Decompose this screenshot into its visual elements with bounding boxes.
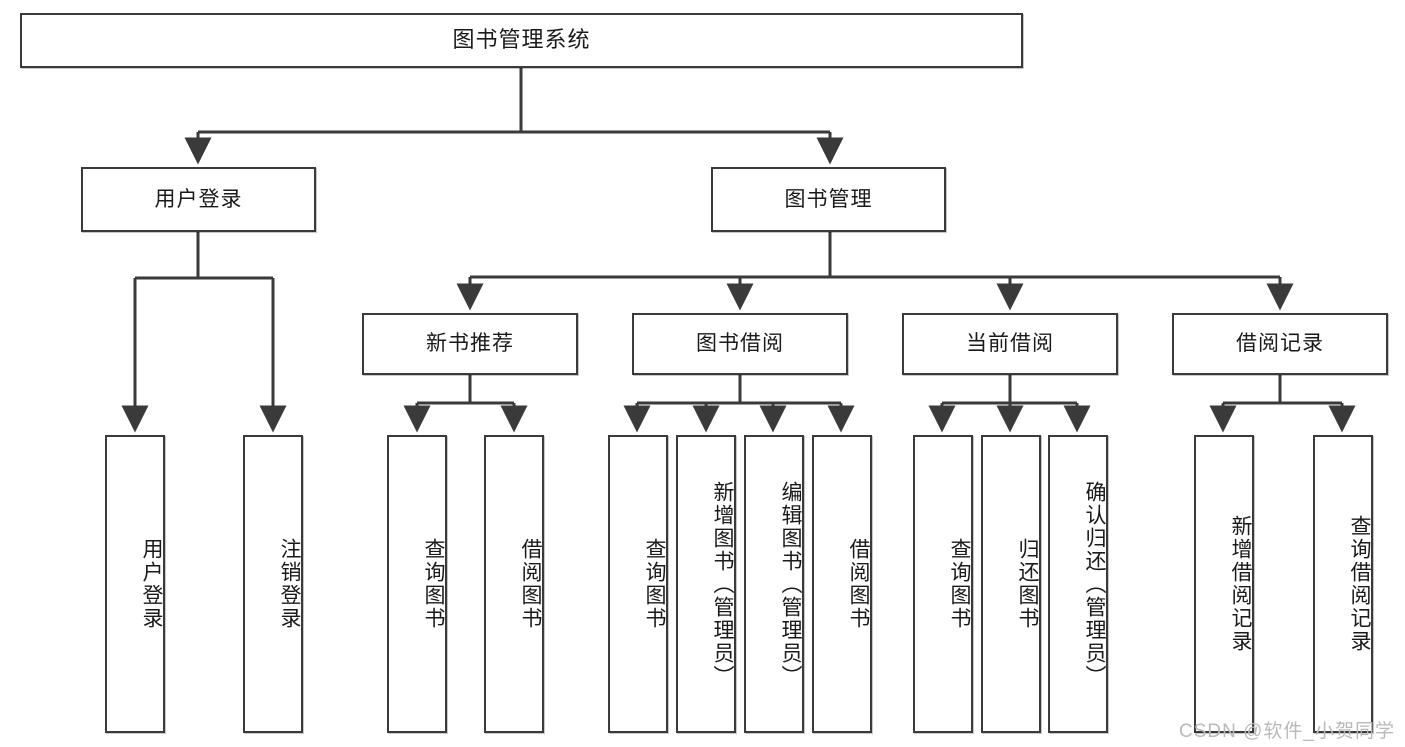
node-label: 借阅图书	[519, 538, 542, 630]
node-label: 借阅图书	[847, 538, 870, 630]
leaf-query-book-1[interactable]: 查询图书	[387, 435, 447, 733]
node-label: 编辑图书（管理员）	[779, 480, 802, 688]
node-label: 图书管理	[784, 187, 873, 211]
node-label: 图书管理系统	[452, 27, 591, 53]
leaf-query-book-2[interactable]: 查询图书	[608, 435, 668, 733]
node-label: 用户登录	[154, 187, 243, 211]
node-current-borrow[interactable]: 当前借阅	[902, 313, 1118, 375]
node-label: 新增借阅记录	[1229, 515, 1252, 653]
node-label: 当前借阅	[966, 332, 1054, 356]
node-borrow-record[interactable]: 借阅记录	[1172, 313, 1388, 375]
node-label: 图书借阅	[696, 332, 784, 356]
node-book-borrow[interactable]: 图书借阅	[632, 313, 848, 375]
leaf-logout[interactable]: 注销登录	[243, 435, 303, 733]
leaf-edit-book[interactable]: 编辑图书（管理员）	[744, 435, 804, 733]
leaf-confirm-return[interactable]: 确认归还（管理员）	[1048, 435, 1108, 733]
node-label: 新增图书（管理员）	[711, 480, 734, 688]
leaf-query-book-3[interactable]: 查询图书	[913, 435, 973, 733]
leaf-user-login[interactable]: 用户登录	[105, 435, 165, 733]
node-label: 查询图书	[948, 538, 971, 630]
node-label: 查询图书	[422, 538, 445, 630]
node-label: 借阅记录	[1236, 332, 1324, 356]
leaf-borrow-book-1[interactable]: 借阅图书	[484, 435, 544, 733]
node-label: 归还图书	[1016, 538, 1039, 630]
node-label: 注销登录	[278, 538, 301, 630]
node-book-management[interactable]: 图书管理	[711, 167, 946, 232]
leaf-add-book[interactable]: 新增图书（管理员）	[676, 435, 736, 733]
node-label: 用户登录	[140, 538, 163, 630]
node-label: 查询借阅记录	[1348, 515, 1371, 653]
leaf-query-borrow-record[interactable]: 查询借阅记录	[1313, 435, 1373, 733]
leaf-return-book[interactable]: 归还图书	[981, 435, 1041, 733]
csdn-watermark: CSDN @软件_小贺同学	[1179, 721, 1395, 742]
leaf-add-borrow-record[interactable]: 新增借阅记录	[1194, 435, 1254, 733]
leaf-borrow-book-2[interactable]: 借阅图书	[812, 435, 872, 733]
node-root-system[interactable]: 图书管理系统	[20, 13, 1023, 68]
node-user-login[interactable]: 用户登录	[81, 167, 316, 232]
node-new-book-recommend[interactable]: 新书推荐	[362, 313, 578, 375]
node-label: 新书推荐	[426, 332, 514, 356]
node-label: 查询图书	[643, 538, 666, 630]
node-label: 确认归还（管理员）	[1083, 480, 1106, 688]
